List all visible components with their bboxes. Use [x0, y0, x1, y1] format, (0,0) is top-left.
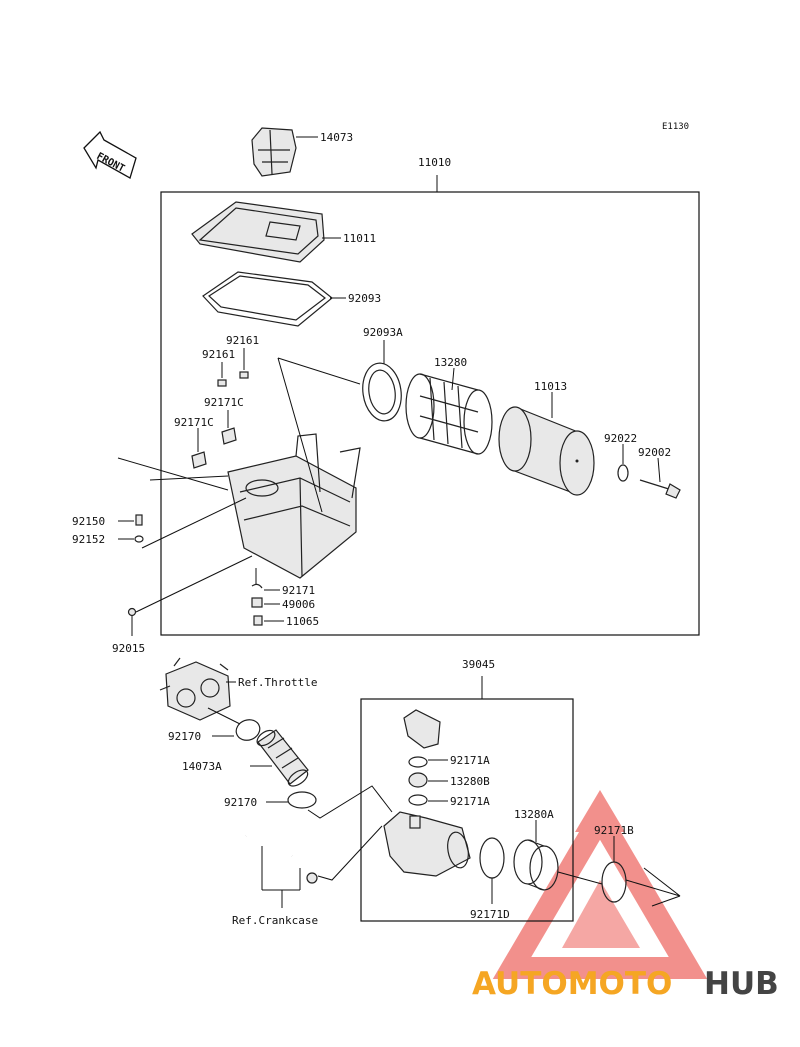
- label-92170-b: 92170: [224, 796, 257, 809]
- part-92171D: [479, 837, 505, 879]
- part-crankcase-hose: [245, 830, 318, 884]
- part-92161b: [217, 379, 227, 387]
- part-14073: [251, 127, 297, 177]
- part-92161a: [239, 371, 249, 379]
- part-49006: [251, 597, 263, 608]
- part-92171A-a: [408, 756, 428, 768]
- label-92022: 92022: [604, 432, 637, 445]
- diagram-code: E1130: [662, 122, 689, 132]
- label-92161-b: 92161: [202, 348, 235, 361]
- part-92022: [617, 464, 629, 482]
- label-92171B: 92171B: [594, 824, 634, 837]
- part-92152: [134, 535, 144, 543]
- part-92170-a: [235, 719, 261, 741]
- label-ref-throttle: Ref.Throttle: [238, 676, 317, 689]
- label-92171A-a: 92171A: [450, 754, 490, 767]
- group-label-39045: 39045: [462, 658, 495, 671]
- part-92150: [135, 514, 143, 526]
- label-49006: 49006: [282, 598, 315, 611]
- label-92015: 92015: [112, 642, 145, 655]
- label-92150: 92150: [72, 515, 105, 528]
- front-arrow-icon: FRONT: [83, 130, 137, 179]
- part-92171C-a: [221, 427, 237, 445]
- label-13280B: 13280B: [450, 775, 490, 788]
- label-ref-crankcase: Ref.Crankcase: [232, 914, 318, 927]
- label-92161-a: 92161: [226, 334, 259, 347]
- label-11065: 11065: [286, 615, 319, 628]
- part-throttle-body: [159, 657, 231, 721]
- part-13280: [405, 373, 493, 455]
- label-14073: 14073: [320, 131, 353, 144]
- label-11011: 11011: [343, 232, 376, 245]
- label-11013: 11013: [534, 380, 567, 393]
- part-duct-cap: [403, 709, 441, 749]
- group-label-11010: 11010: [418, 156, 451, 169]
- part-11011: [191, 201, 325, 263]
- label-92171C-b: 92171C: [174, 416, 214, 429]
- part-airbox-housing: [227, 433, 361, 579]
- label-92170-a: 92170: [168, 730, 201, 743]
- part-92171: [251, 583, 263, 589]
- part-92171C-b: [191, 451, 207, 469]
- watermark-logo: [492, 790, 708, 979]
- part-13280B: [408, 772, 428, 788]
- label-92171: 92171: [282, 584, 315, 597]
- watermark-text-a: AUTOMOTO: [472, 966, 672, 1002]
- part-14073A: [256, 729, 309, 787]
- label-92093A: 92093A: [363, 326, 403, 339]
- watermark-text-b: HUB: [704, 966, 779, 1002]
- duct-group-frame: [360, 698, 574, 922]
- label-92093: 92093: [348, 292, 381, 305]
- label-92002: 92002: [638, 446, 671, 459]
- airbox-group-frame: [160, 191, 700, 636]
- part-intake-duct: [383, 811, 471, 877]
- part-92171B: [601, 861, 627, 903]
- part-92171A-b: [408, 794, 428, 806]
- label-92171C-a: 92171C: [204, 396, 244, 409]
- label-13280A: 13280A: [514, 808, 554, 821]
- part-92002: [639, 479, 681, 499]
- part-13280A: [513, 839, 559, 891]
- label-14073A: 14073A: [182, 760, 222, 773]
- part-11013: [498, 406, 595, 496]
- label-92152: 92152: [72, 533, 105, 546]
- part-11065: [253, 615, 263, 626]
- part-92015: [127, 607, 137, 617]
- label-92171A-b: 92171A: [450, 795, 490, 808]
- label-92171D: 92171D: [470, 908, 510, 921]
- part-92170-b: [287, 791, 317, 809]
- label-13280: 13280: [434, 356, 467, 369]
- part-92093A: [362, 362, 402, 422]
